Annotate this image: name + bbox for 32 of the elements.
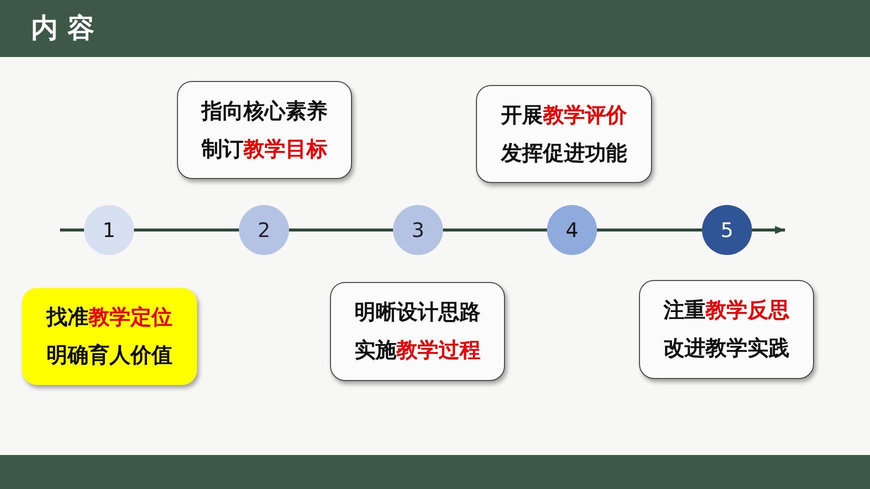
timeline-line [597,228,702,232]
card-text: 制订教学目标 [202,136,328,162]
timeline-line [443,228,547,232]
card-text: 指向核心素养 [202,98,328,124]
text-card [476,85,652,183]
step-circle [239,205,289,255]
card-text: 实施教学过程 [354,337,480,364]
text-card [639,280,814,379]
timeline-line [134,228,239,232]
card-text: 开展教学评价 [501,102,627,128]
text-card [177,81,352,179]
timeline-line [60,228,84,232]
card-text: 明晰设计思路 [354,299,480,326]
text-card [330,282,505,381]
step-number: 2 [258,218,270,242]
title: 内 容 [31,12,94,46]
step-number: 1 [102,218,116,242]
card-text: 明确育人价值 [46,342,172,369]
card-text: 注重教学反思 [664,297,790,324]
timeline-line [289,228,393,232]
card-text: 找准教学定位 [46,304,172,331]
card-text: 发挥促进功能 [501,140,627,166]
step-number: 4 [566,218,578,242]
step-circle [702,205,752,255]
step-circle [393,205,443,255]
card-text: 改进教学实践 [664,335,790,362]
step-circle [84,205,134,255]
step-number: 3 [412,218,424,242]
timeline-arrow [752,226,785,234]
step-circle [547,205,597,255]
step-number: 5 [720,218,734,242]
highlight-card [22,288,197,385]
